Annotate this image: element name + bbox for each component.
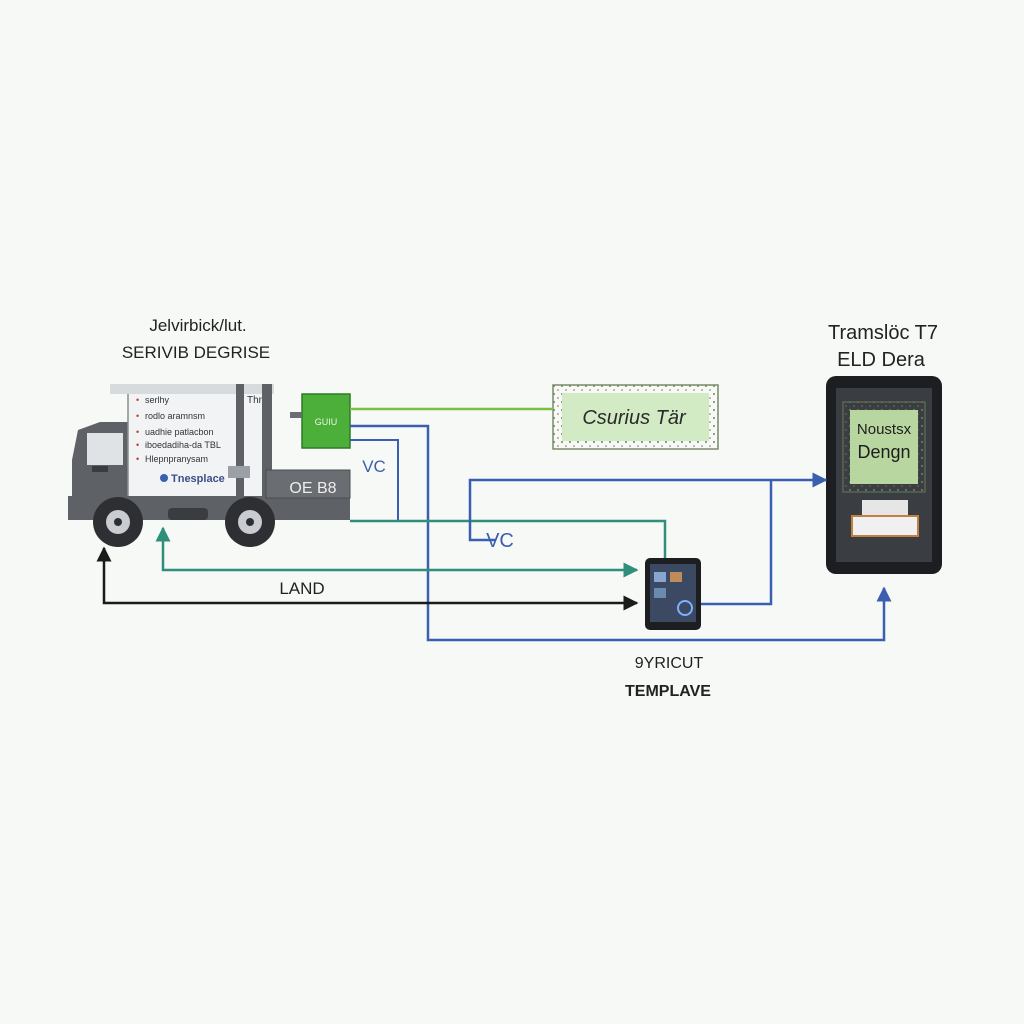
panel-item-2: rodlo aramnsm bbox=[145, 411, 205, 421]
eld-screen-line2: Dengn bbox=[857, 442, 910, 462]
link-tablet-eld bbox=[701, 480, 773, 606]
link-truck-tablet-teal bbox=[350, 519, 667, 558]
panel-item-4: iboedadiha-da TBL bbox=[145, 440, 221, 450]
link-vc-eld bbox=[468, 472, 828, 542]
truck-title-line2: SERIVIB DEGRISE bbox=[122, 343, 270, 362]
panel-bullet: • bbox=[136, 440, 139, 450]
bottom-label-line2: TEMPLAVE bbox=[625, 683, 711, 700]
tablet-device bbox=[645, 558, 701, 630]
obd-module-label: GUIU bbox=[315, 417, 338, 427]
printer-icon bbox=[862, 500, 908, 516]
land-label: LAND bbox=[279, 579, 324, 598]
certificate-text: Csurius Tär bbox=[582, 407, 687, 429]
truck bbox=[68, 384, 351, 547]
truck-box-label: OE B8 bbox=[289, 480, 336, 497]
eld-screen-line1: Noustsx bbox=[857, 421, 912, 438]
eld-device bbox=[826, 376, 942, 574]
link-module-vc bbox=[350, 439, 399, 522]
brand-logo-icon bbox=[160, 474, 168, 482]
panel-item-3: uadhie patlacbon bbox=[145, 427, 214, 437]
obd-module bbox=[301, 393, 351, 449]
panel-bullet: • bbox=[136, 454, 139, 464]
truck-brand: Tnesplace bbox=[171, 473, 225, 485]
panel-item-5: Hlepnpranysam bbox=[145, 454, 208, 464]
panel-item-1: serlhy bbox=[145, 395, 170, 405]
vc-label-upper: VC bbox=[362, 457, 386, 476]
eld-title-line1: Tramslöc T7 bbox=[828, 322, 938, 344]
vc-label-lower: VC bbox=[486, 530, 514, 552]
panel-tag: Thr bbox=[247, 395, 263, 406]
panel-bullet: • bbox=[136, 395, 139, 405]
truck-title-line1: Jelvirbick/lut. bbox=[149, 316, 246, 335]
tablet-refresh-icon bbox=[677, 600, 693, 616]
truck-panel-list: • serlhy • rodlo aramnsm • uadhie patlac… bbox=[136, 395, 263, 485]
certificate bbox=[562, 393, 709, 441]
panel-chip-icon bbox=[228, 466, 250, 478]
link-module-eld-blue bbox=[350, 424, 892, 642]
panel-bullet: • bbox=[136, 427, 139, 437]
link-land-black bbox=[96, 546, 639, 611]
panel-bullet: • bbox=[136, 411, 139, 421]
eld-title-line2: ELD Dera bbox=[837, 349, 926, 371]
bottom-label-line1: 9YRICUT bbox=[635, 655, 704, 672]
